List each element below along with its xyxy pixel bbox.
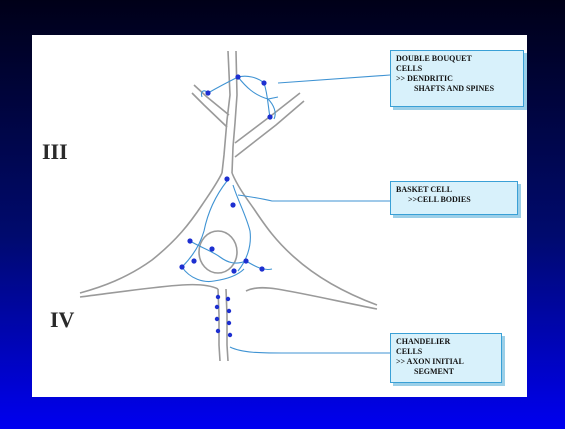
callout-line: SEGMENT <box>396 367 496 377</box>
pyramidal-neuron <box>80 51 377 361</box>
callout-line: CELLS <box>396 64 518 74</box>
callout-line: BASKET CELL <box>396 185 512 195</box>
callout-double-bouquet-cells: DOUBLE BOUQUET CELLS >> DENDRITIC SHAFTS… <box>390 50 524 107</box>
callout-line: >> DENDRITIC <box>396 74 518 84</box>
slide-panel: III IV DOUBLE BOUQUET CELLS >> DENDRITIC… <box>32 35 527 397</box>
callout-line: DOUBLE BOUQUET <box>396 54 518 64</box>
callout-line: CHANDELIER <box>396 337 496 347</box>
callout-chandelier-cells: CHANDELIER CELLS >> AXON INITIAL SEGMENT <box>390 333 502 383</box>
callout-basket-cell: BASKET CELL >>CELL BODIES <box>390 181 518 215</box>
layer-label-iii: III <box>42 139 68 165</box>
layer-label-iv: IV <box>50 307 74 333</box>
callout-line: SHAFTS AND SPINES <box>396 84 518 94</box>
callout-line: >>CELL BODIES <box>396 195 512 205</box>
callout-line: CELLS <box>396 347 496 357</box>
callout-line: >> AXON INITIAL <box>396 357 496 367</box>
